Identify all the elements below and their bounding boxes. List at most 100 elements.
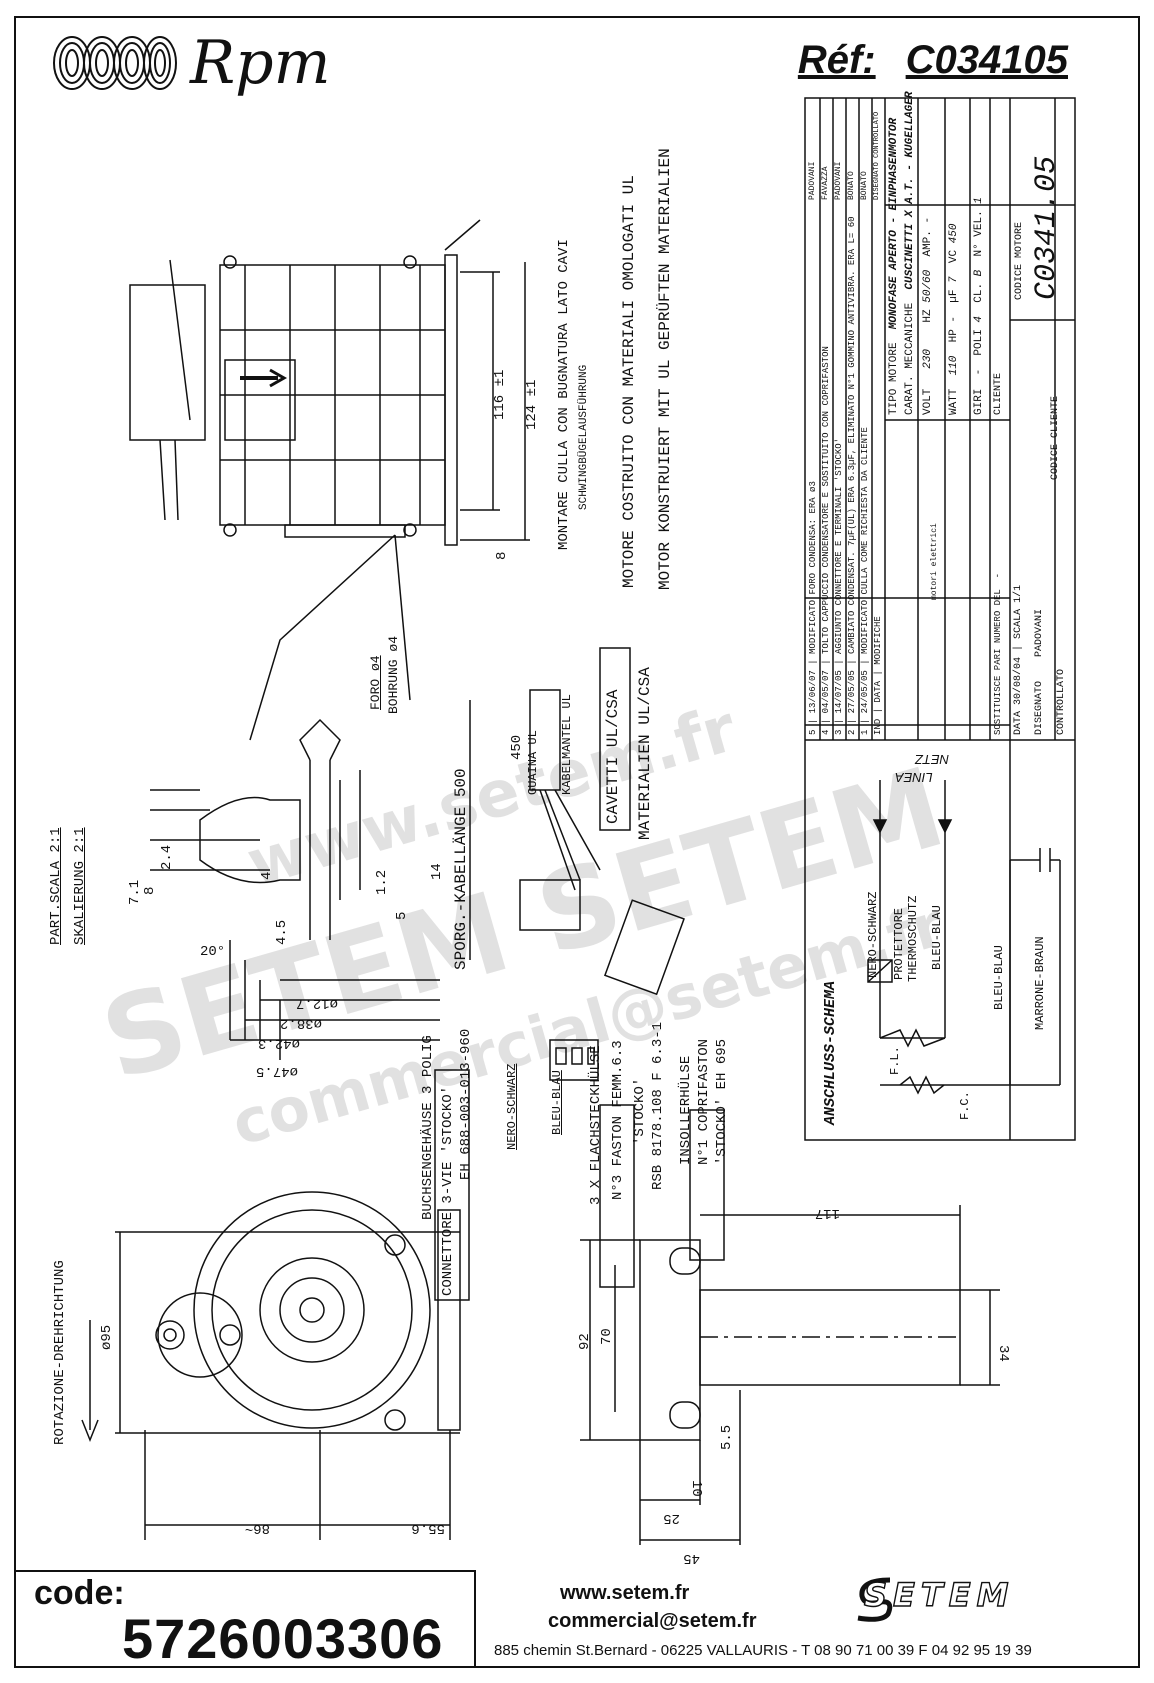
- dim-4-5: 4.5: [274, 920, 290, 945]
- note-part-scale: PART.SCALA 2:1: [48, 827, 64, 945]
- wiring-nero: NERO-SCHWARZ: [866, 891, 880, 978]
- note-flach-2: N°3 FASTON FEMM.6.3: [610, 1040, 626, 1200]
- dim-7-1: 7.1: [127, 880, 143, 905]
- note-foro: FORO ø4: [368, 655, 383, 710]
- rev-by-4: FAVAZZA: [821, 166, 830, 200]
- spec-codice-cliente: CODICE CLIENTE: [1050, 395, 1061, 480]
- rev-by-5: PADOVANI: [808, 161, 817, 200]
- note-bleu: BLEU-BLAU: [550, 1070, 564, 1135]
- dim-86: 86~: [245, 1520, 270, 1536]
- dim-42-3: ø42.3: [258, 1035, 300, 1051]
- wiring-fl: F.L.: [888, 1046, 902, 1075]
- spec-controllato: CONTROLLATO: [1056, 668, 1067, 735]
- dim-4: 4: [259, 872, 275, 880]
- note-scaling: SKALIERUNG 2:1: [72, 827, 88, 945]
- website: www.setem.fr: [560, 1582, 690, 1604]
- wiring-fc: F.C.: [958, 1091, 972, 1120]
- dim-45: 45: [683, 1550, 700, 1566]
- note-insol-3: 'STOCKO' EH 695: [714, 1038, 730, 1165]
- note-flach-3: 'STOCKO': [632, 1077, 648, 1145]
- code-label: code:: [34, 1574, 125, 1612]
- dim-116: 116 ±1: [492, 370, 508, 420]
- dim-55-6: 55.6: [411, 1520, 445, 1536]
- note-motor-it: MOTORE COSTRUITO CON MATERIALI OMOLOGATI…: [620, 175, 638, 588]
- spec-tipo: TIPO MOTORE MONOFASE APERTO - EINPHASENM…: [888, 117, 900, 415]
- note-guaina: GUAINA UL: [526, 730, 540, 795]
- rev-by-header: DISEGNATO CONTROLLATO: [873, 111, 881, 200]
- dim-117: 117: [815, 1205, 840, 1221]
- dim-10: 10: [688, 1480, 704, 1497]
- wiring-marrone: MARRONE-BRAUN: [1033, 936, 1047, 1030]
- rev-header: IND | DATA | MODIFICHE: [873, 616, 883, 735]
- note-nero: NERO-SCHWARZ: [505, 1063, 519, 1150]
- dimension-labels: 116 ±1 124 ±1 8 450 14 2.4 7.1 8 5 1.2 4…: [99, 370, 1011, 1566]
- note-flach-4: RSB 8178.108 F 6.3-1: [650, 1021, 666, 1190]
- dim-5: 5: [394, 912, 410, 920]
- rpm-coil-icon: [53, 36, 177, 90]
- note-insol-1: INSOLLERHÜLSE: [678, 1055, 694, 1165]
- wiring-thermo: THERMOSCHUTZ: [906, 895, 920, 982]
- wiring-netz: NETZ: [915, 752, 949, 767]
- note-flach-1: 3 X FLACHSTECKHÜLSE: [588, 1045, 604, 1205]
- dim-95: ø95: [99, 1325, 115, 1350]
- dim-47-5: ø47.5: [256, 1063, 298, 1079]
- motor-front-outer: [193, 1191, 431, 1429]
- dim-92: 92: [577, 1333, 593, 1350]
- dim-12-7: ø12.7: [296, 995, 338, 1011]
- dim-38-2: ø38.2: [280, 1015, 322, 1031]
- rev-4: 4 | 04/05/07 | TOLTO CAPPUCCIO CONDENSAT…: [821, 346, 831, 735]
- note-buchse-2: CONNETTORE 3-VIE 'STOCKO': [440, 1085, 456, 1296]
- drawing-frame: [14, 16, 1140, 1668]
- wiring-bleu-1: BLEU-BLAU: [930, 905, 944, 970]
- note-kabelmantel: KABELMANTEL UL: [560, 694, 574, 795]
- code-value: 5726003306: [122, 1607, 444, 1670]
- note-rotation: ROTAZIONE-DREHRICHTUNG: [52, 1260, 68, 1445]
- note-cables-de: MATERIALIEN UL/CSA: [636, 667, 654, 840]
- spec-sostituisce: SOSTITUISCE PARI NUMERO DEL -: [993, 572, 1003, 735]
- dim-450: 450: [509, 735, 525, 760]
- dim-25: 25: [663, 1510, 680, 1526]
- ref-label: Réf:: [797, 38, 876, 82]
- note-buchse-1: BUCHSENGEHÄUSE 3 POLIG: [420, 1035, 436, 1220]
- rev-5: 5 | 13/06/07 | MODIFICATO FORO CONDENSA:…: [808, 481, 818, 735]
- dim-14: 14: [429, 863, 445, 880]
- dim-2-4: 2.4: [159, 845, 175, 870]
- rev-2: 2 | 27/05/05 | CAMBIATO CONDENSAT. 7µF(U…: [847, 216, 857, 735]
- dim-20deg: 20°: [200, 944, 225, 960]
- rev-by-1: BONATO: [860, 171, 869, 200]
- rev-by-3: PADOVANI: [834, 161, 843, 200]
- title-block: [804, 97, 1076, 1141]
- rpm-logo: Rpm: [50, 28, 330, 98]
- brand-name: Rpm: [190, 28, 331, 98]
- setem-logo-icon: [857, 1577, 893, 1622]
- note-buchse-3: EH 688-003-013-960: [458, 1028, 474, 1180]
- note-insol-2: N°1 COPRIFASTON: [696, 1038, 712, 1165]
- note-sporg: SPORG.-KABELLÄNGE 500: [452, 768, 470, 970]
- dim-5-5: 5.5: [719, 1425, 735, 1450]
- rev-1: 1 | 24/05/05 | MODIFICATO CULLA COME RIC…: [860, 427, 870, 735]
- ref-value: C034105: [905, 38, 1068, 82]
- email: commercial@setem.fr: [548, 1610, 757, 1632]
- dim-1-2: 1.2: [374, 870, 390, 895]
- spec-disegnato: DISEGNATO PADOVANI: [1034, 608, 1045, 735]
- spec-rpm-caption: motori elettrici: [930, 523, 939, 600]
- spec-data: DATA 30/08/04 | SCALA 1/1: [1013, 584, 1024, 735]
- note-cables-it: CAVETTI UL/CSA: [604, 689, 622, 824]
- capacitor: [129, 284, 206, 441]
- spec-volt: VOLT 230 HZ 50/60 AMP. -: [922, 216, 934, 415]
- spec-codice-motore-label: CODICE MOTORE: [1014, 221, 1025, 300]
- note-mounting: MONTARE CULLA CON BUGNATURA LATO CAVI: [556, 239, 572, 550]
- wiring-linea: LINEA: [895, 770, 933, 785]
- rev-by-2: BONATO: [847, 171, 856, 200]
- setem-brand: SETEM: [863, 1575, 1015, 1614]
- dim-8b: 8: [142, 887, 158, 895]
- wiring-bleu-2: BLEU-BLAU: [992, 945, 1006, 1010]
- dim-70: 70: [599, 1328, 615, 1345]
- rev-3: 3 | 14/07/05 | AGGIUNTO CONNETTORE E TER…: [834, 437, 844, 735]
- address: 885 chemin St.Bernard - 06225 VALLAURIS …: [494, 1642, 1032, 1659]
- spec-cliente: CLIENTE: [993, 372, 1004, 415]
- dim-124: 124 ±1: [524, 380, 540, 430]
- note-bohrung: BOHRUNG ø4: [386, 635, 401, 714]
- wiring-protettore: PROTETTORE: [892, 907, 906, 980]
